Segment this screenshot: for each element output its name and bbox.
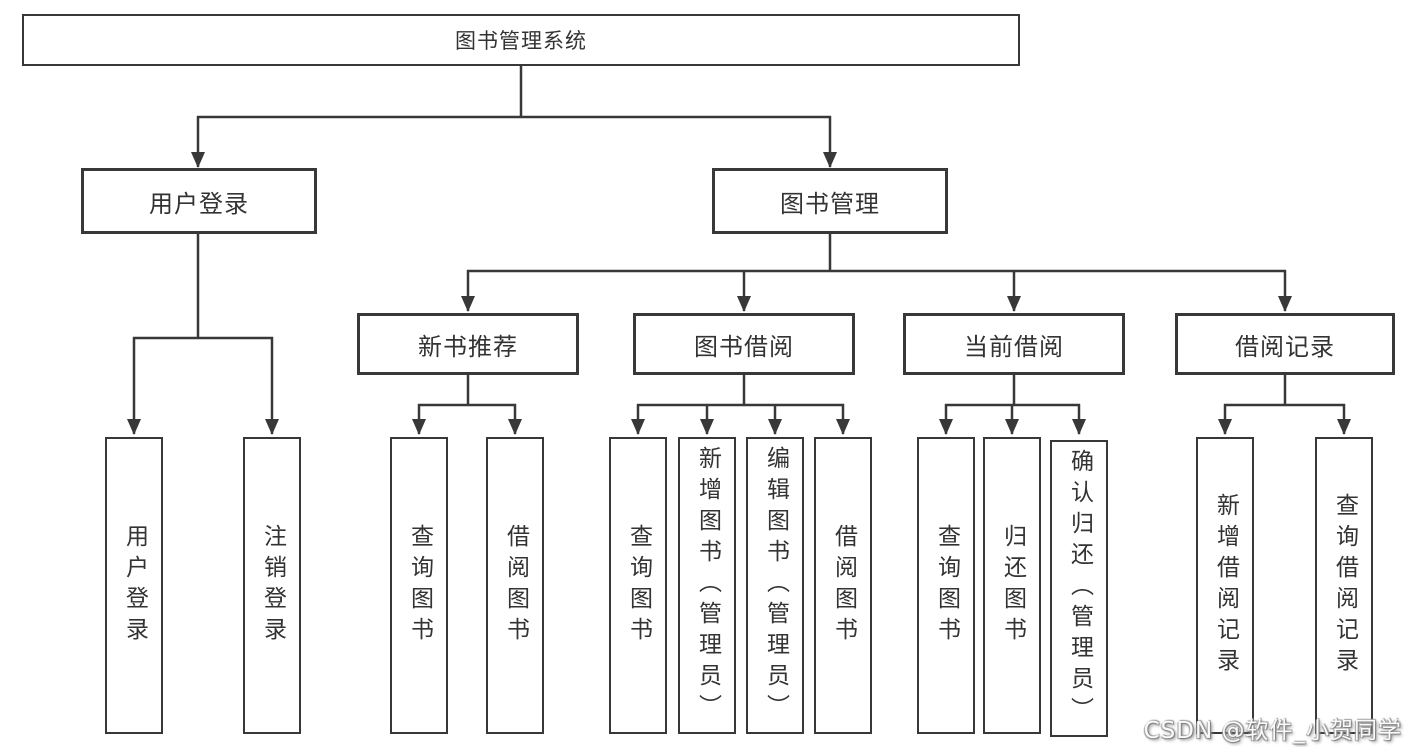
node-label: 图书管理 [780, 189, 880, 218]
leaf-label: 查询图书 [406, 523, 433, 648]
leaf-label: 用户登录 [121, 523, 148, 648]
leaf-add-books-admin: 新增图书（管理员） [678, 437, 736, 734]
connector-arrow-stems [127, 116, 1351, 435]
leaf-query-books-2: 查询图书 [609, 437, 667, 734]
leaf-confirm-return-admin: 确认归还（管理员） [1050, 440, 1108, 737]
leaf-query-books-3: 查询图书 [917, 437, 975, 734]
leaf-query-books-1: 查询图书 [390, 437, 448, 734]
leaf-user-login: 用户登录 [105, 437, 163, 734]
node-borrowing-records: 借阅记录 [1175, 313, 1395, 375]
leaf-label: 新增借阅记录 [1212, 492, 1239, 679]
node-current-borrowing: 当前借阅 [903, 313, 1125, 375]
leaf-return-books: 归还图书 [983, 437, 1041, 734]
node-label: 图书借阅 [694, 332, 794, 361]
node-library-management-system: 图书管理系统 [22, 14, 1020, 66]
node-user-login: 用户登录 [81, 168, 317, 234]
connector-elbows [133, 66, 1345, 407]
leaf-borrow-books-1: 借阅图书 [486, 437, 544, 734]
leaf-label: 借阅图书 [830, 523, 857, 648]
leaf-borrow-books-2: 借阅图书 [814, 437, 872, 734]
leaf-label: 借阅图书 [502, 523, 529, 648]
leaf-label: 新增图书（管理员） [694, 446, 721, 725]
node-book-borrowing: 图书借阅 [633, 313, 855, 375]
leaf-label: 确认归还（管理员） [1066, 449, 1093, 728]
leaf-label: 归还图书 [999, 523, 1026, 648]
node-new-book-recommendation: 新书推荐 [357, 313, 579, 375]
leaf-label: 查询图书 [933, 523, 960, 648]
leaf-query-borrow-record: 查询借阅记录 [1315, 437, 1373, 734]
node-label: 当前借阅 [964, 332, 1064, 361]
node-book-management: 图书管理 [712, 168, 948, 234]
node-label: 用户登录 [149, 189, 249, 218]
node-label: 新书推荐 [418, 332, 518, 361]
leaf-label: 注销登录 [259, 523, 286, 648]
leaf-label: 查询借阅记录 [1331, 492, 1358, 679]
leaf-logout-login: 注销登录 [243, 437, 301, 734]
leaf-label: 编辑图书（管理员） [762, 446, 789, 725]
leaf-add-borrow-record: 新增借阅记录 [1196, 437, 1254, 734]
leaf-label: 查询图书 [625, 523, 652, 648]
node-label: 借阅记录 [1235, 332, 1335, 361]
node-label: 图书管理系统 [455, 29, 587, 53]
leaf-edit-books-admin: 编辑图书（管理员） [746, 437, 804, 734]
watermark: CSDN @软件_小贺同学 [1143, 718, 1402, 744]
